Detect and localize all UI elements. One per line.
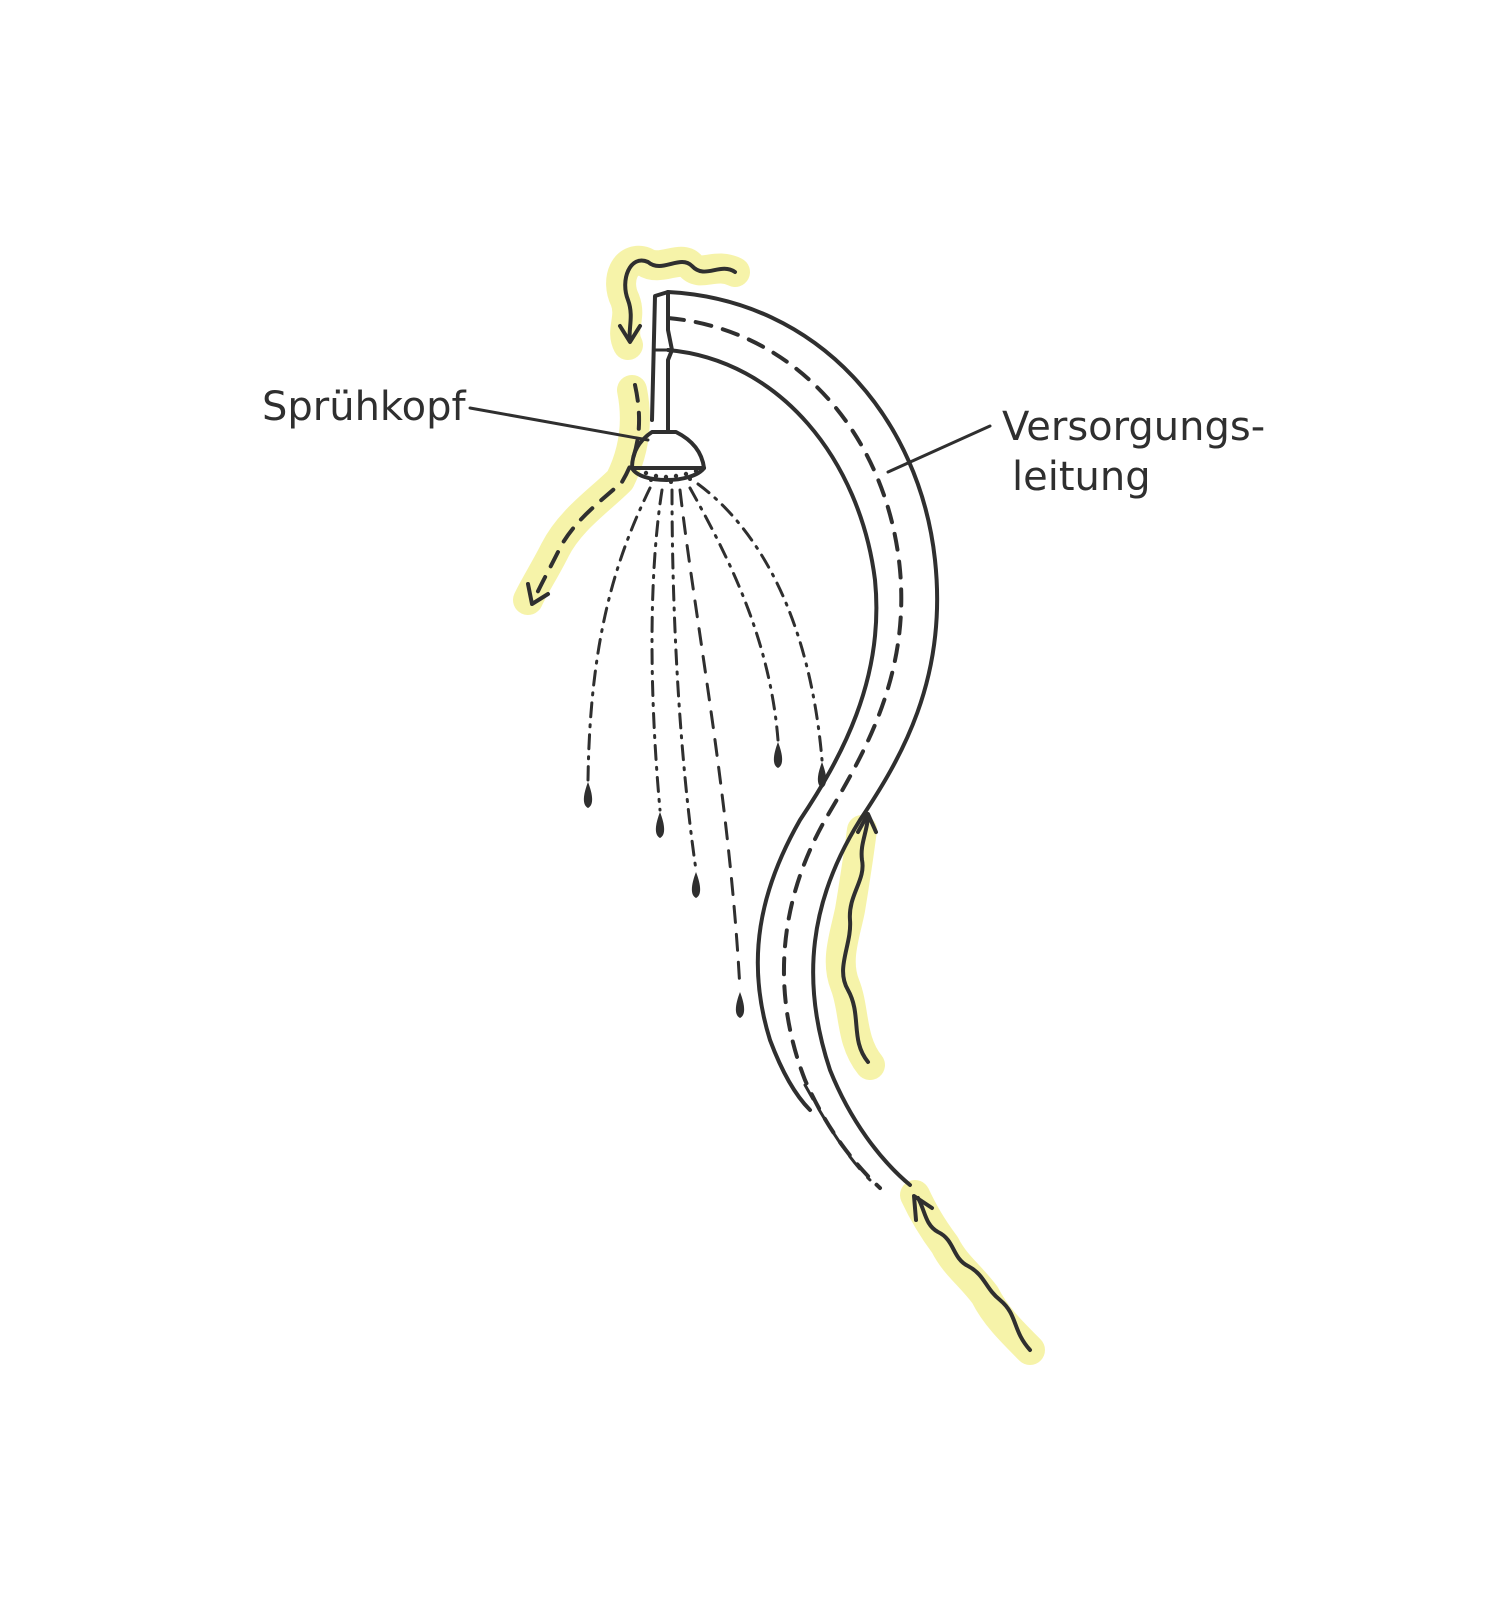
flow-arrow-middle-head — [856, 812, 878, 834]
highlight-left-flow — [513, 375, 650, 615]
flow-arrow-middle-line — [841, 816, 870, 1064]
flow-arrow-top-line — [623, 258, 737, 342]
flow-arrow-bottom-line — [916, 1196, 1032, 1352]
flow-arrow-top-head — [618, 324, 642, 344]
spray-head — [630, 430, 706, 484]
pipe-outer-wall — [650, 290, 670, 422]
water-drop-6 — [817, 762, 827, 788]
water-jets — [586, 482, 824, 992]
water-jet-5 — [688, 486, 780, 742]
highlight-bottom-flow — [900, 1180, 1045, 1365]
water-drop-5 — [773, 742, 783, 768]
water-jet-3 — [670, 488, 698, 872]
spray-head-leader-line — [468, 406, 650, 442]
water-drop-4 — [735, 992, 745, 1018]
supply-line-label-line-1: Versorgungs- — [1002, 404, 1265, 450]
spray-head-nozzle-plate — [630, 466, 706, 482]
supply-line-inner-dashed — [803, 1083, 872, 1182]
supply-line-leader-line — [886, 424, 992, 474]
flow-arrow-bottom-head — [912, 1194, 934, 1222]
highlight-middle-flow — [825, 815, 885, 1080]
water-jet-2 — [650, 488, 664, 812]
water-drops — [583, 742, 827, 1018]
annotations: Sprühkopf Versorgungs- leitung — [262, 384, 1265, 500]
water-jet-6 — [696, 482, 824, 762]
flow-arrow-left-head — [526, 582, 550, 606]
supply-line-middle-dashed — [666, 316, 904, 1190]
supply-line — [666, 290, 940, 1190]
spray-head-nozzles — [643, 468, 699, 484]
water-jet-4 — [678, 488, 742, 992]
flow-highlights — [513, 245, 1045, 1365]
water-jet-1 — [586, 486, 652, 782]
water-drop-3 — [691, 872, 701, 898]
supply-line-inner — [666, 348, 879, 1112]
spray-head-label: Sprühkopf — [262, 384, 467, 430]
supply-line-outer — [666, 290, 940, 1187]
water-drop-1 — [583, 782, 593, 808]
pipe-inner-wall — [666, 290, 674, 432]
pipe-elbow — [650, 290, 674, 432]
water-drop-2 — [655, 812, 665, 838]
flow-arrows — [526, 258, 1032, 1352]
supply-line-label-line-2: leitung — [1012, 454, 1151, 500]
